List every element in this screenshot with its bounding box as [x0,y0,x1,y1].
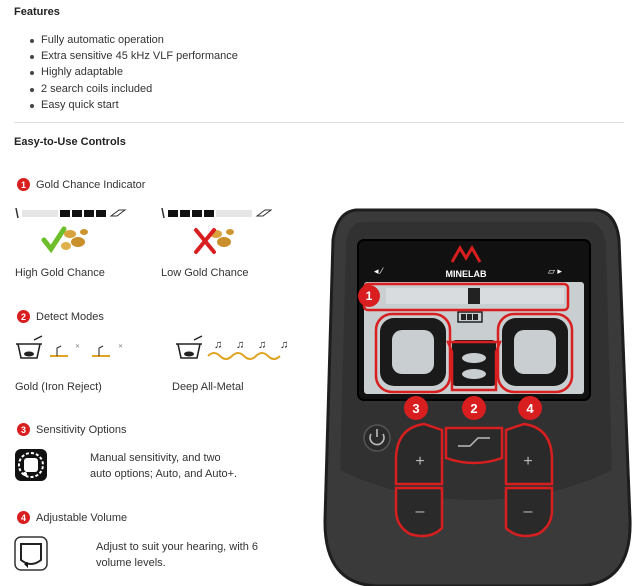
gold-iron-reject-label: Gold (Iron Reject) [15,381,102,393]
svg-text:✕: ✕ [118,344,123,350]
brand-text: MINELAB [446,269,487,279]
callout-3: 3 [404,396,428,420]
deep-all-metal-label: Deep All-Metal [172,381,244,393]
controls-heading: Easy-to-Use Controls [14,136,126,148]
iron-reject-waveform-icon: ✕ ✕ [50,344,123,357]
volume-description: Adjust to suit your hearing, with 6 volu… [96,541,259,569]
callout-1: 1 [358,285,380,307]
volume-plus-button[interactable]: + [504,422,554,486]
features-list: Fully automatic operation Extra sensitiv… [30,32,238,113]
sensitivity-description: Manual sensitivity, and two auto options… [90,452,238,480]
svg-text:4: 4 [526,401,534,416]
power-button[interactable] [363,424,391,452]
minelab-logo [450,245,482,263]
sensitivity-display-icon [15,449,47,481]
sensitivity-minus-button[interactable]: – [394,486,444,538]
callout-4: 4 [518,396,542,420]
cross-gold-icon [194,228,234,254]
svg-text:◂ ⁄: ◂ ⁄ [374,266,384,276]
svg-text:–: – [524,503,533,520]
number-badge: 1 [17,178,30,191]
gold-pan-icon [16,335,43,359]
feature-item: Fully automatic operation [30,32,238,48]
volume-title: Adjustable Volume [36,511,128,524]
svg-text:♫: ♫ [214,339,222,351]
sensitivity-plus-button[interactable]: + [394,422,444,486]
feature-item: Extra sensitive 45 kHz VLF performance [30,48,238,64]
gold-chance-heading: 1 Gold Chance Indicator [17,178,145,191]
low-gold-chance-label: Low Gold Chance [161,267,249,279]
gold-chance-icons [15,207,272,254]
gold-pan-icon [176,335,203,359]
svg-text:1: 1 [366,289,373,303]
detect-modes-title: Detect Modes [36,310,104,323]
volume-display-icon [14,536,48,571]
svg-text:✕: ✕ [75,344,80,350]
number-badge: 4 [17,511,30,524]
low-chance-bar-icon [161,207,272,219]
feature-item: Highly adaptable [30,64,238,80]
high-chance-bar-icon [15,207,127,219]
svg-text:+: + [415,453,424,470]
features-heading: Features [14,6,60,18]
svg-text:♫: ♫ [236,339,244,351]
number-badge: 3 [17,423,30,436]
detect-modes-heading: 2 Detect Modes [17,310,104,323]
mode-button[interactable] [444,426,504,465]
svg-text:▱ ▸: ▱ ▸ [548,266,562,276]
check-gold-icon [41,226,88,254]
detect-mode-icons: ✕ ✕ ♫ ♫ ♫ ♫ [16,335,288,360]
sensitivity-title: Sensitivity Options [36,423,127,436]
svg-text:2: 2 [470,401,477,416]
number-badge: 2 [17,310,30,323]
gold-chance-title: Gold Chance Indicator [36,178,146,191]
svg-text:–: – [416,503,425,520]
feature-item: 2 search coils included [30,81,238,97]
section-divider [14,122,624,123]
svg-text:+: + [523,453,532,470]
volume-minus-button[interactable]: – [504,486,554,538]
callout-2: 2 [462,396,486,420]
all-metal-waveform-icon: ♫ ♫ ♫ ♫ [207,339,288,360]
sensitivity-heading: 3 Sensitivity Options [17,423,126,436]
feature-item: Easy quick start [30,97,238,113]
svg-text:♫: ♫ [258,339,266,351]
svg-text:3: 3 [412,401,419,416]
high-gold-chance-label: High Gold Chance [15,267,105,279]
svg-text:♫: ♫ [280,339,288,351]
volume-heading: 4 Adjustable Volume [17,511,127,524]
